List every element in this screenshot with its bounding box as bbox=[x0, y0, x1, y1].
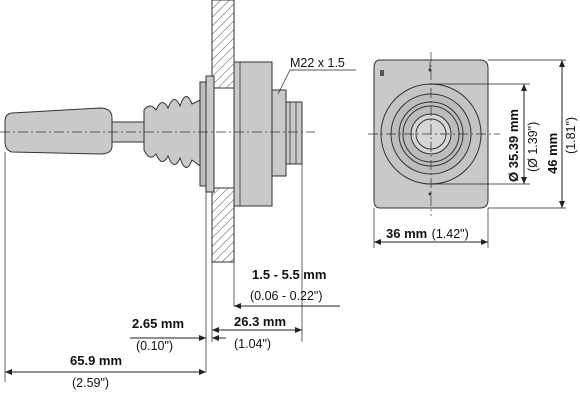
side-view: M22 x 1.5 1.5 - 5.5 mm (0.06 - 0.22") 2.… bbox=[0, 0, 356, 390]
total-length-mm: 65.9 mm bbox=[70, 353, 122, 368]
front-bezel bbox=[205, 75, 215, 193]
width-in: (1.42") bbox=[432, 227, 469, 241]
lever-handle bbox=[4, 107, 113, 155]
total-length-in: (2.59") bbox=[72, 376, 109, 390]
panel-thickness-mm: 1.5 - 5.5 mm bbox=[252, 267, 326, 282]
rear-body bbox=[285, 101, 303, 165]
width-label: 36 mm (1.42") bbox=[386, 225, 469, 242]
thread-label: M22 x 1.5 bbox=[290, 56, 345, 70]
front-depth-in: (0.10") bbox=[136, 339, 173, 353]
height-in: (1.81") bbox=[564, 117, 578, 154]
panel-thickness-in: (0.06 - 0.22") bbox=[250, 289, 323, 303]
width-mm: 36 mm bbox=[386, 226, 427, 241]
diameter-in: (Ø 1.39") bbox=[526, 122, 540, 172]
front-depth-mm: 2.65 mm bbox=[132, 316, 184, 331]
diameter-mm: Ø 35.39 mm bbox=[506, 109, 521, 182]
height-mm: 46 mm bbox=[545, 133, 560, 174]
rear-depth-mm: 26.3 mm bbox=[234, 314, 286, 329]
mounting-panel-lower bbox=[211, 187, 235, 263]
front-view: 36 mm (1.42") Ø 35.39 mm (Ø 1.39") 46 mm… bbox=[368, 52, 578, 248]
mounting-panel-upper bbox=[211, 0, 235, 89]
threaded-body bbox=[271, 89, 287, 177]
rear-depth-in: (1.04") bbox=[234, 337, 271, 351]
